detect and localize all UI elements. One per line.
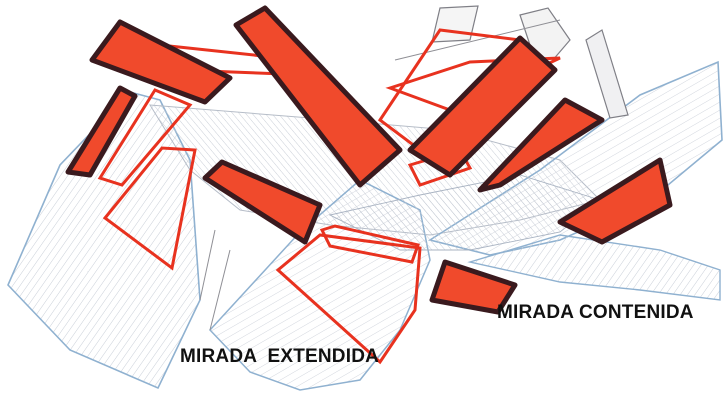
mirada-extendida-label: MIRADA EXTENDIDA [180, 346, 379, 368]
thin-line-a [200, 230, 215, 300]
top-left-red-quad [92, 22, 230, 102]
mirada-contenida-label: MIRADA CONTENIDA [497, 302, 694, 324]
right-grey-sliver [586, 30, 628, 118]
top-grey-frame [432, 6, 478, 42]
